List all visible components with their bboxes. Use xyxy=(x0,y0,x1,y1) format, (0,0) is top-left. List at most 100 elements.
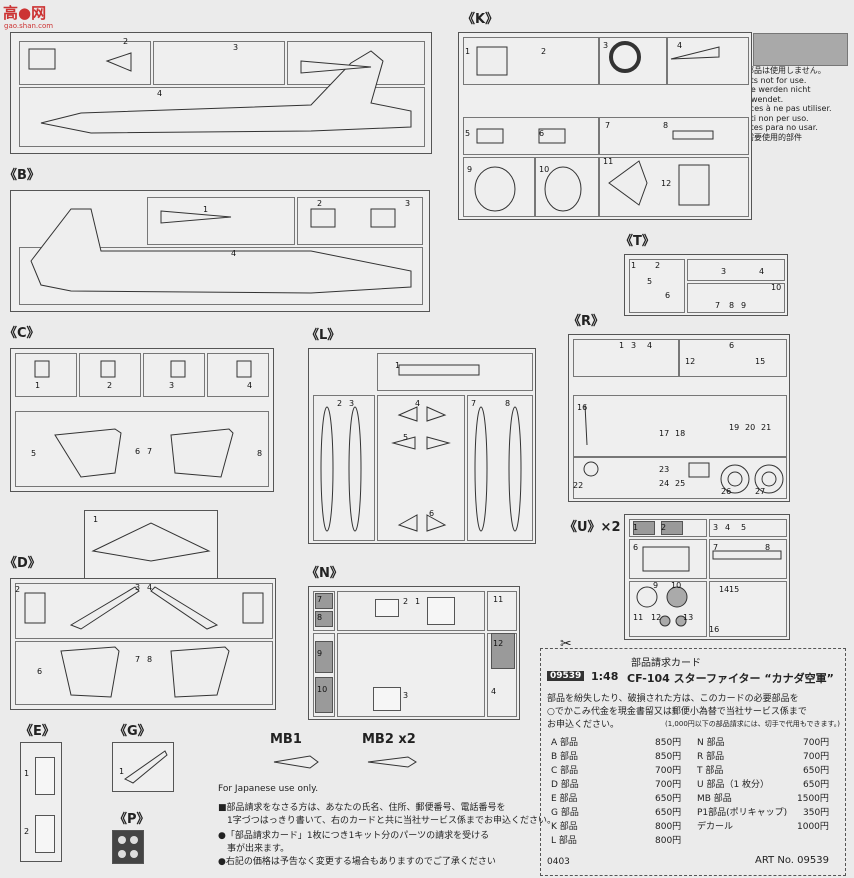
card-code: 09539 xyxy=(547,671,585,681)
part-num: 11 xyxy=(633,613,644,622)
part-num: 4 xyxy=(415,399,421,408)
price-name: D 部品 xyxy=(551,780,579,790)
japanese-only-note: For Japanese use only. xyxy=(218,784,319,794)
part-num: 10 xyxy=(317,685,328,694)
part-num: 8 xyxy=(505,399,511,408)
tailplane-d1 xyxy=(91,522,211,562)
part-num: 1 xyxy=(415,597,421,606)
note-line: の部品は使用しません。 xyxy=(738,66,826,75)
fin-g1 xyxy=(124,750,168,784)
part-num: 5 xyxy=(403,433,409,442)
part-num: 11 xyxy=(493,595,504,604)
part-num: 2 xyxy=(107,381,113,390)
sprue-b-label: 《B》 xyxy=(4,168,40,183)
sprue-r: 1 3 4 6 12 15 16 17 18 19 20 21 22 23 24… xyxy=(568,334,790,502)
price-value: 800円 xyxy=(655,822,682,832)
scissors-icon: ✂ xyxy=(560,636,572,652)
part-num: 15 xyxy=(755,357,766,366)
part-num: 5 xyxy=(647,277,653,286)
part-num: 8 xyxy=(317,613,323,622)
price-value: 650円 xyxy=(655,794,682,804)
japanese-note-line: ■部品請求をなさる方は、あなたの氏名、住所、郵便番号、電話番号を xyxy=(218,803,506,813)
part-num: 21 xyxy=(761,423,772,432)
part-num: 7 xyxy=(147,447,153,456)
part-num: 2 xyxy=(661,523,667,532)
part-num: 2 xyxy=(403,597,409,606)
part-num: 19 xyxy=(729,423,740,432)
part-num: 9 xyxy=(653,581,659,590)
sprue-l: 1 2 3 4 5 6 7 8 xyxy=(308,348,536,544)
price-name: デカール xyxy=(697,822,734,832)
wing-parts-c xyxy=(34,360,252,478)
part-num: 7 xyxy=(317,595,323,604)
part-num: 8 xyxy=(765,543,771,552)
part-num: 9 xyxy=(467,165,473,174)
part-num: 15 xyxy=(729,585,740,594)
part-num: 26 xyxy=(721,487,732,496)
price-name: R 部品 xyxy=(697,752,725,762)
card-desc: お申込ください。 xyxy=(547,720,620,730)
part-num: 7 xyxy=(715,301,721,310)
note-line: Parts not for use. xyxy=(738,75,807,85)
price-name: N 部品 xyxy=(697,738,725,748)
note-line: Parti non per uso. xyxy=(738,113,809,123)
sprue-k-label: 《K》 xyxy=(462,12,499,27)
part-num: 27 xyxy=(755,487,766,496)
price-value: 850円 xyxy=(655,738,682,748)
card-scale: 1:48 xyxy=(591,670,619,683)
card-desc: (1,000円以下の部品請求には、切手で代用もできます。) xyxy=(665,720,841,728)
wing-parts-d xyxy=(24,586,264,698)
part-num: 3 xyxy=(135,583,141,592)
price-value: 700円 xyxy=(655,780,682,790)
part-num: 10 xyxy=(671,581,682,590)
fuselage-half-a xyxy=(28,48,412,134)
price-value: 700円 xyxy=(803,752,830,762)
part-num: 3 xyxy=(169,381,175,390)
part-num: 5 xyxy=(741,523,747,532)
part-num: 1 xyxy=(631,261,637,270)
part-num: 8 xyxy=(257,449,263,458)
part-num: 6 xyxy=(539,129,545,138)
part-num: 2 xyxy=(317,199,323,208)
part-num: 3 xyxy=(349,399,355,408)
part-num: 4 xyxy=(725,523,731,532)
part-num: 3 xyxy=(631,341,637,350)
sprue-g-label: 《G》 xyxy=(114,724,151,739)
price-value: 350円 xyxy=(803,808,830,818)
sprue-r-label: 《R》 xyxy=(568,314,605,329)
part-num: 7 xyxy=(135,655,141,664)
part-num: 4 xyxy=(759,267,765,276)
watermark-url: gao.shan.com xyxy=(4,22,54,30)
price-name: U 部品（1 枚分） xyxy=(697,780,770,790)
price-name: C 部品 xyxy=(551,766,579,776)
price-name: MB 部品 xyxy=(697,794,732,804)
sprue-d: 2 3 4 6 7 8 xyxy=(10,578,276,710)
price-name: B 部品 xyxy=(551,752,579,762)
watermark-logo: 高●网 xyxy=(3,4,47,22)
part-num: 4 xyxy=(247,381,253,390)
part-num: 4 xyxy=(231,249,237,258)
sprue-p-label: 《P》 xyxy=(114,812,150,827)
mb2-label: MB2 x2 xyxy=(362,732,416,747)
sprue-l-label: 《L》 xyxy=(306,328,341,343)
part-num: 6 xyxy=(665,291,671,300)
part-num: 3 xyxy=(721,267,727,276)
part-num: 11 xyxy=(603,157,614,166)
price-value: 700円 xyxy=(803,738,830,748)
sprue-c-label: 《C》 xyxy=(4,326,40,341)
price-name: K 部品 xyxy=(551,822,578,832)
note-line: 不需要使用的部件 xyxy=(738,132,802,142)
part-num: 4 xyxy=(157,89,163,98)
part-num: 1 xyxy=(633,523,639,532)
price-value: 650円 xyxy=(803,766,830,776)
part-num: 1 xyxy=(119,767,125,776)
part-num: 3 xyxy=(405,199,411,208)
part-num: 12 xyxy=(493,639,504,648)
price-value: 700円 xyxy=(655,766,682,776)
card-title: 部品請求カード xyxy=(631,658,701,669)
price-value: 800円 xyxy=(655,836,682,846)
part-num: 8 xyxy=(729,301,735,310)
part-num: 2 xyxy=(123,37,129,46)
part-num: 16 xyxy=(709,625,720,634)
part-num: 8 xyxy=(147,655,153,664)
